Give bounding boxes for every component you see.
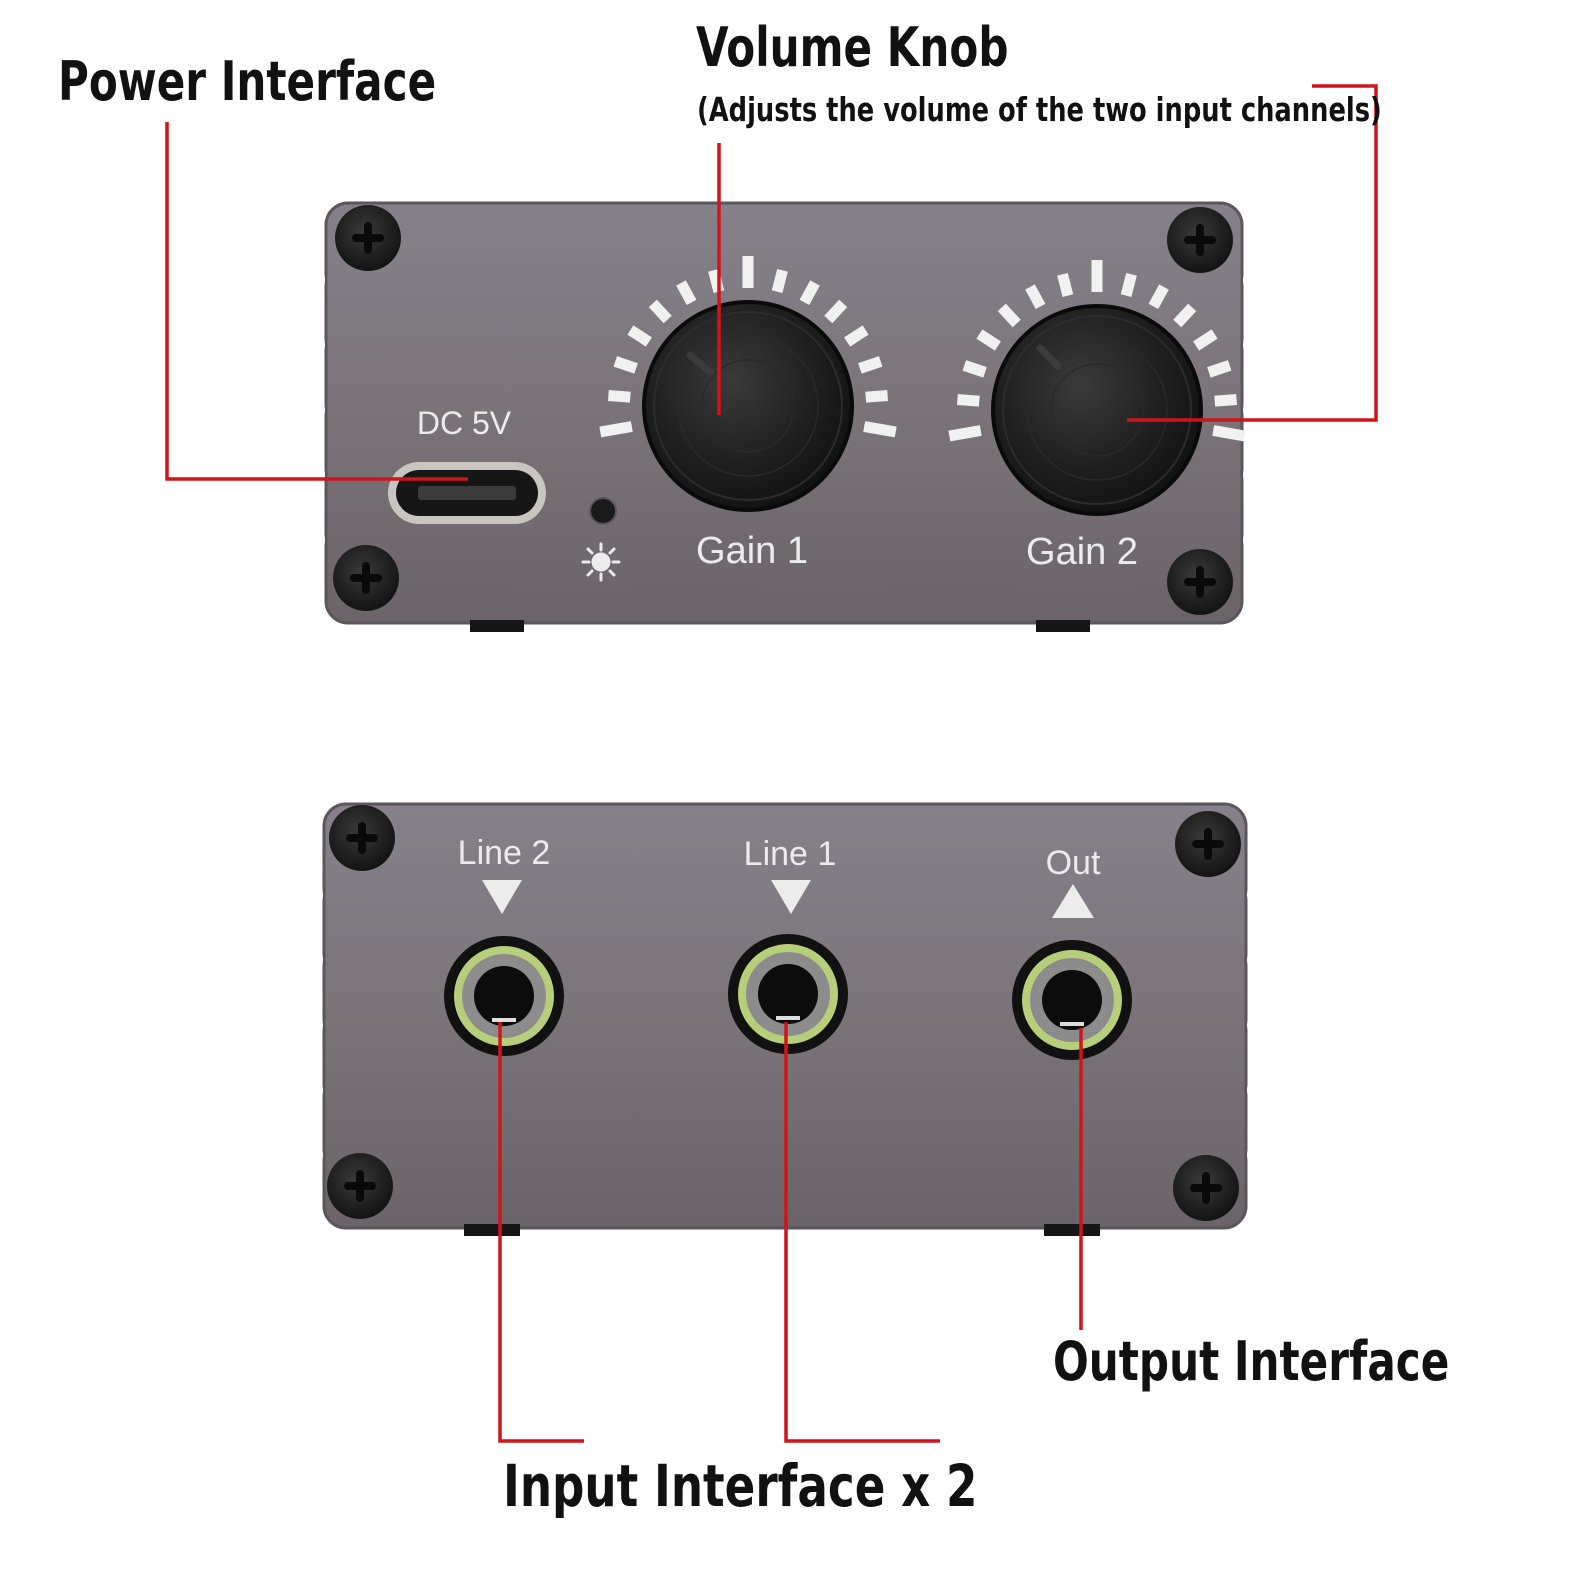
- volume-knob-callout: Volume Knob: [696, 16, 1009, 79]
- scale-tick: [1212, 425, 1246, 442]
- scale-tick: [865, 390, 889, 403]
- scale-tick: [858, 356, 883, 374]
- gain-2-knob[interactable]: [991, 304, 1203, 516]
- gain-2-scale: [948, 260, 1246, 442]
- output-interface-callout: Output Interface: [1053, 1330, 1450, 1393]
- scale-tick: [824, 299, 848, 324]
- power-interface-callout: Power Interface: [58, 50, 437, 113]
- input-interface-callout: Input Interface x 2: [503, 1452, 978, 1520]
- scale-tick: [1057, 272, 1074, 297]
- screw-icon: [335, 205, 401, 271]
- volume-right-leader-line: [1127, 84, 1378, 422]
- line-1-jack[interactable]: [728, 934, 848, 1054]
- scale-tick: [599, 421, 633, 438]
- screw-icon: [1175, 811, 1241, 877]
- usb-c-port[interactable]: [388, 462, 546, 524]
- bottom-panel-grooves: [318, 880, 1252, 1170]
- sun-icon: [581, 542, 621, 582]
- bottom-panel-foot-right: [1044, 1224, 1100, 1236]
- triangle-down-icon: [771, 880, 811, 914]
- bottom-panel: Line 2 Line 1 Out: [318, 802, 1252, 1236]
- gain-1-scale: [599, 256, 897, 438]
- out-label: Out: [1046, 844, 1101, 882]
- triangle-up-icon: [1052, 884, 1094, 918]
- screw-icon: [333, 545, 399, 611]
- scale-tick: [1193, 329, 1218, 351]
- scale-tick: [771, 268, 788, 293]
- screw-icon: [1167, 549, 1233, 615]
- line-1-label: Line 1: [744, 835, 837, 873]
- scale-tick: [1025, 284, 1046, 310]
- scale-tick: [962, 360, 987, 378]
- scale-tick: [863, 421, 897, 438]
- scale-tick: [1173, 303, 1197, 328]
- power-leader-line: [165, 122, 468, 481]
- scale-tick: [956, 394, 980, 407]
- line-2-jack[interactable]: [444, 936, 564, 1056]
- power-port-label: DC 5V: [417, 405, 512, 441]
- scale-tick: [607, 390, 631, 403]
- line-2-label: Line 2: [458, 834, 551, 872]
- scale-tick: [1120, 272, 1137, 297]
- screw-icon: [1167, 207, 1233, 273]
- top-panel-foot-right: [1036, 620, 1090, 632]
- top-panel: DC 5V Gain 1: [320, 201, 1248, 632]
- leader-lines: [165, 84, 1378, 1443]
- top-panel-foot-left: [470, 620, 524, 632]
- triangle-down-icon: [482, 880, 522, 914]
- screw-icon: [1173, 1155, 1239, 1221]
- scale-tick: [844, 325, 869, 347]
- scale-tick: [976, 329, 1001, 351]
- input-leader-line-right: [784, 1022, 940, 1443]
- scale-tick: [997, 303, 1021, 328]
- scale-tick: [627, 325, 652, 347]
- scale-tick: [948, 425, 982, 442]
- scale-tick: [799, 280, 820, 306]
- gain-1-knob[interactable]: [642, 300, 854, 512]
- input-leader-line-left: [498, 1022, 584, 1443]
- power-led: [589, 497, 617, 525]
- screw-icon: [327, 1153, 393, 1219]
- scale-tick: [1214, 394, 1238, 407]
- out-jack[interactable]: [1012, 940, 1132, 1060]
- scale-tick: [648, 299, 672, 324]
- gain-1-label: Gain 1: [696, 530, 808, 572]
- scale-tick: [1207, 360, 1232, 378]
- scale-tick: [613, 356, 638, 374]
- top-panel-grooves: [320, 265, 1248, 555]
- scale-tick: [1148, 284, 1169, 310]
- screw-icon: [329, 805, 395, 871]
- scale-tick: [676, 280, 697, 306]
- gain-2-label: Gain 2: [1026, 531, 1138, 573]
- volume-knob-note: (Adjusts the volume of the two input cha…: [697, 90, 1382, 129]
- bottom-panel-foot-left: [464, 1224, 520, 1236]
